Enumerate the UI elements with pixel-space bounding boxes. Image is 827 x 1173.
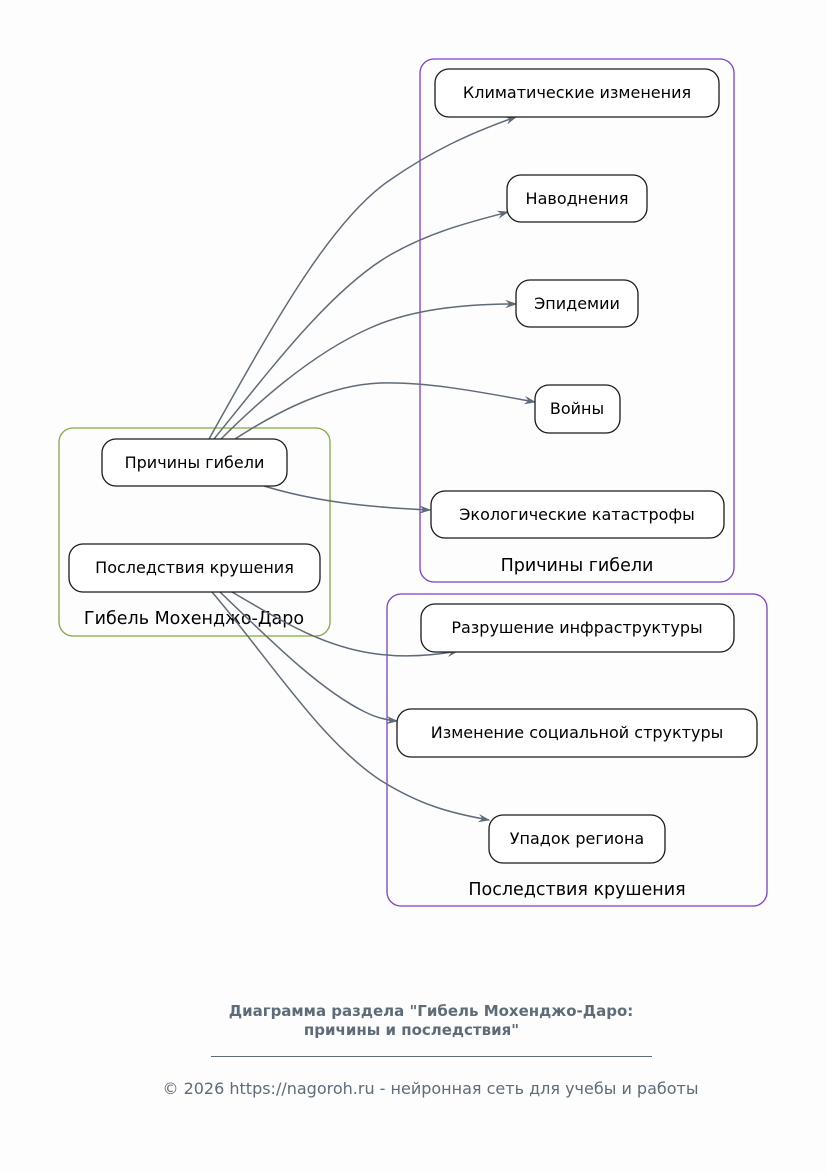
- node-wars[interactable]: Войны: [534, 384, 621, 434]
- node-epidemics-label: Эпидемии: [534, 294, 620, 313]
- caption-title-line2: причины и последствия": [303, 1021, 520, 1039]
- node-decline-label: Упадок региона: [510, 829, 644, 848]
- edge-consequences-decline: [211, 591, 491, 823]
- edge-causes-climate: [208, 116, 518, 440]
- edge-consequences-infrastructure: [231, 591, 460, 658]
- node-causes-hub[interactable]: Причины гибели: [101, 438, 288, 487]
- caption-title-line1: Диаграмма раздела "Гибель Мохенджо-Даро:: [228, 1002, 634, 1020]
- edges: [208, 116, 537, 823]
- edge-consequences-social: [219, 591, 399, 725]
- node-infrastructure[interactable]: Разрушение инфраструктуры: [420, 603, 735, 653]
- node-epidemics[interactable]: Эпидемии: [515, 279, 639, 328]
- cluster-consequences-label: Последствия крушения: [468, 880, 685, 900]
- cluster-root-label: Гибель Мохенджо-Даро: [84, 609, 304, 629]
- caption-divider: [211, 1056, 652, 1057]
- cluster-causes: Причины гибели: [419, 58, 735, 583]
- node-decline[interactable]: Упадок региона: [488, 814, 666, 864]
- node-consequences-hub[interactable]: Последствия крушения: [68, 543, 321, 593]
- node-consequences-hub-label: Последствия крушения: [95, 558, 294, 577]
- node-ecology[interactable]: Экологические катастрофы: [430, 490, 725, 539]
- node-climate-label: Климатические изменения: [463, 83, 691, 102]
- cluster-causes-label: Причины гибели: [501, 556, 654, 576]
- node-floods[interactable]: Наводнения: [506, 174, 648, 223]
- edge-causes-epidemics: [220, 299, 518, 440]
- node-ecology-label: Экологические катастрофы: [459, 505, 695, 524]
- node-social-label: Изменение социальной структуры: [431, 723, 724, 742]
- footer-copyright: © 2026 https://nagoroh.ru - нейронная се…: [162, 1079, 699, 1098]
- node-social[interactable]: Изменение социальной структуры: [396, 708, 758, 758]
- cluster-root: Гибель Мохенджо-Даро: [58, 427, 331, 637]
- cluster-consequences: Последствия крушения: [386, 593, 768, 907]
- edge-causes-wars: [234, 382, 537, 440]
- node-floods-label: Наводнения: [526, 189, 629, 208]
- edge-causes-floods: [213, 210, 510, 440]
- node-infrastructure-label: Разрушение инфраструктуры: [451, 618, 702, 637]
- node-causes-hub-label: Причины гибели: [125, 453, 265, 472]
- edge-causes-ecology: [263, 485, 432, 514]
- node-wars-label: Войны: [550, 399, 604, 418]
- node-climate[interactable]: Климатические изменения: [434, 68, 720, 118]
